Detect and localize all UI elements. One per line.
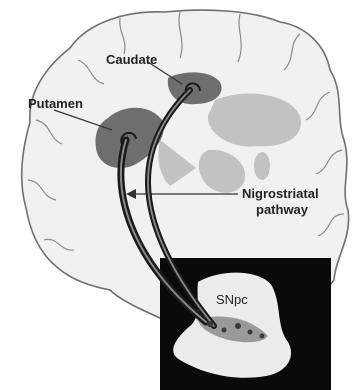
snpc-label: SNpc	[216, 292, 248, 307]
pathway-label-line1: Nigrostriatal	[242, 186, 319, 201]
pathway-label-line2: pathway	[256, 202, 309, 217]
putamen-label: Putamen	[28, 96, 83, 111]
small-nucleus-shape	[254, 152, 270, 180]
caudate-label: Caudate	[106, 52, 157, 67]
